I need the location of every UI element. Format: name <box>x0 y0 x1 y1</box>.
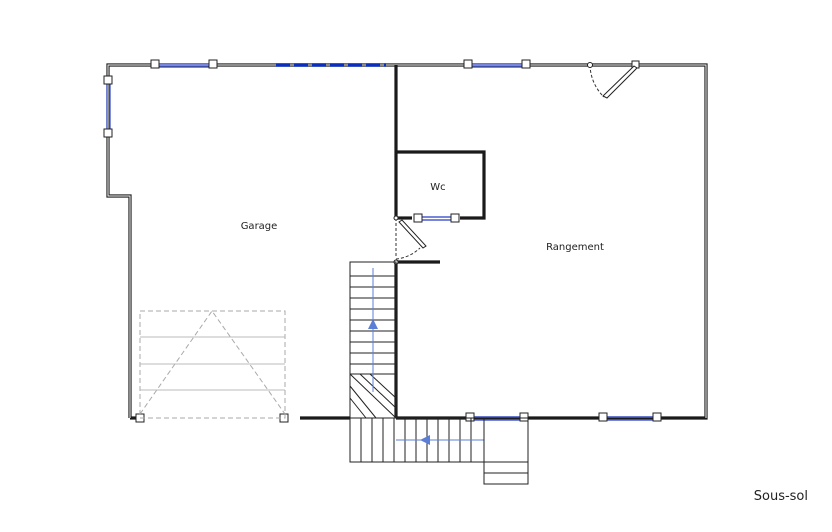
room-label-wc: Wc <box>430 182 445 193</box>
garage-door <box>139 310 286 419</box>
exterior-stair <box>349 417 529 485</box>
wc-door <box>393 215 427 265</box>
room-label-rangement: Rangement <box>546 242 604 253</box>
interior-stair <box>349 261 397 419</box>
level-label: Sous-sol <box>754 489 808 504</box>
opening-markers <box>103 59 662 423</box>
windows <box>106 63 657 421</box>
stair-up-arrow <box>368 319 378 329</box>
room-label-garage: Garage <box>241 221 278 232</box>
entry-door <box>587 62 638 99</box>
interior-walls <box>394 65 486 418</box>
stair-direction-arrow <box>420 435 430 445</box>
exterior-walls <box>106 63 708 420</box>
